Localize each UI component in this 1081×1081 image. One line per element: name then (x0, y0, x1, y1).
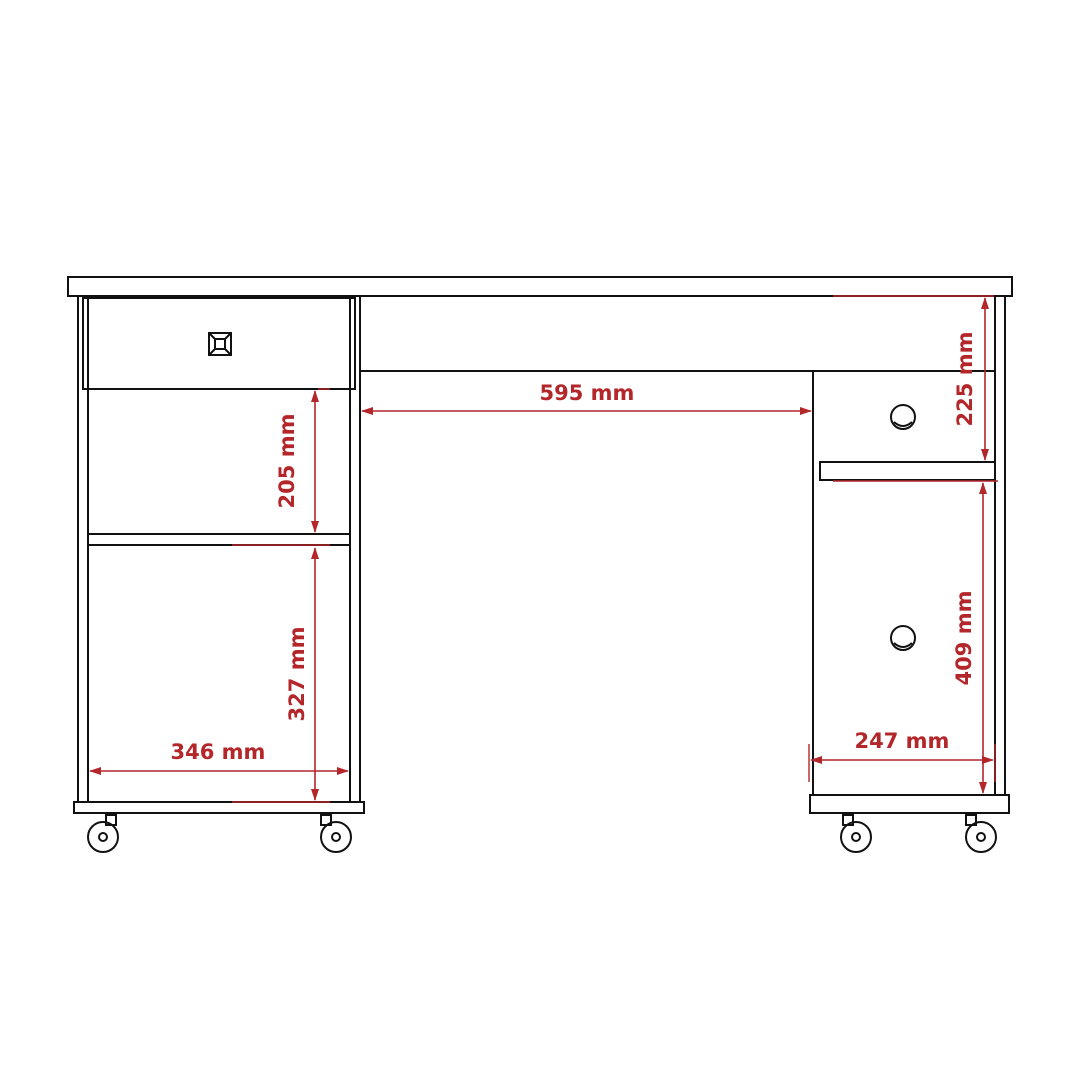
dim-lower-door-height: 409 mm (833, 480, 998, 794)
dimension-annotations: 595 mm 205 mm 327 mm 346 mm 225 mm (89, 295, 998, 803)
round-knob-icon (890, 625, 916, 651)
right-outer-side (994, 295, 1006, 796)
square-knob-icon (208, 332, 232, 356)
dim-left-unit-width-label: 346 mm (171, 740, 266, 764)
desk-outline (67, 276, 1013, 853)
dim-gap-width: 595 mm (361, 381, 812, 415)
caster-wheel-icon (840, 814, 872, 853)
dim-right-unit-width-label: 247 mm (855, 729, 950, 753)
left-pedestal (73, 295, 365, 814)
dim-gap-width-label: 595 mm (540, 381, 635, 405)
desktop-board (67, 276, 1013, 297)
round-knob-icon (890, 404, 916, 430)
caster-wheel-icon (320, 814, 352, 853)
left-plinth (73, 801, 365, 814)
dim-upper-shelf-height-label: 205 mm (275, 414, 299, 509)
dim-lower-shelf-height-label: 327 mm (285, 627, 309, 722)
dim-upper-shelf-height: 205 mm (232, 388, 330, 546)
dim-drawer-height-label: 225 mm (953, 332, 977, 427)
right-shelf (819, 461, 996, 481)
right-plinth (809, 794, 1010, 814)
dim-left-unit-width: 346 mm (89, 740, 349, 775)
left-shelf (87, 533, 351, 546)
dim-lower-shelf-height: 327 mm (232, 547, 330, 803)
caster-wheel-icon (87, 814, 119, 853)
right-pedestal (809, 295, 1010, 814)
dim-right-unit-width: 247 mm (808, 729, 996, 782)
caster-wheel-icon (965, 814, 997, 853)
dim-drawer-height: 225 mm (833, 295, 994, 461)
dim-lower-door-height-label: 409 mm (952, 591, 976, 686)
left-drawer-front (82, 297, 356, 390)
